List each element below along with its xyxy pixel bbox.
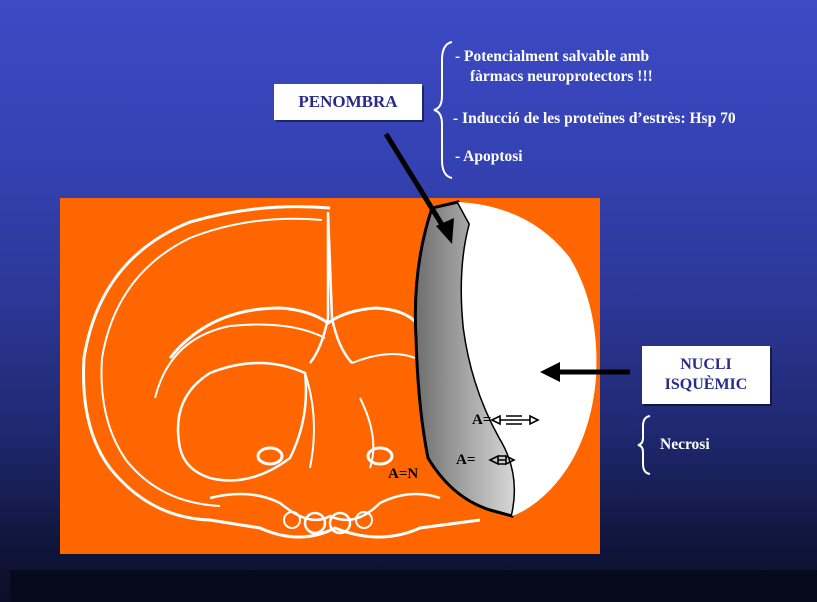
- brain-inner-outline: [102, 219, 323, 506]
- penumbra-label-box: PENOMBRA: [274, 84, 422, 120]
- core-a-label: A=: [472, 412, 491, 428]
- penumbra-note-hsp70: - Inducció de les proteïnes d’estrès: Hs…: [453, 110, 736, 128]
- core-label-line1: NUCLI: [642, 355, 770, 375]
- brain-section-panel: A= A= A=N: [60, 198, 600, 554]
- penumbra-note-line2: fàrmacs neuroprotectors !!!: [470, 68, 653, 86]
- penumbra-a-label: A=: [456, 452, 475, 468]
- necrosi-note: Necrosi: [660, 436, 710, 454]
- brain-midline: [310, 212, 352, 363]
- penumbra-note-line1: - Potencialment salvable amb: [455, 48, 649, 66]
- normal-a-label: A=N: [388, 466, 418, 482]
- brain-base: [210, 494, 440, 520]
- penumbra-label: PENOMBRA: [298, 92, 397, 111]
- core-label-box: NUCLI ISQUÈMIC: [642, 346, 770, 404]
- penumbra-arrow: [380, 130, 470, 250]
- core-arrow: [538, 360, 632, 384]
- left-vessel: [258, 448, 282, 464]
- core-label-line2: ISQUÈMIC: [642, 375, 770, 395]
- necrosi-brace: [636, 414, 652, 476]
- left-striatum: [178, 363, 306, 481]
- brain-section-drawing: A= A= A=N: [60, 198, 600, 554]
- bottom-band: [10, 570, 817, 602]
